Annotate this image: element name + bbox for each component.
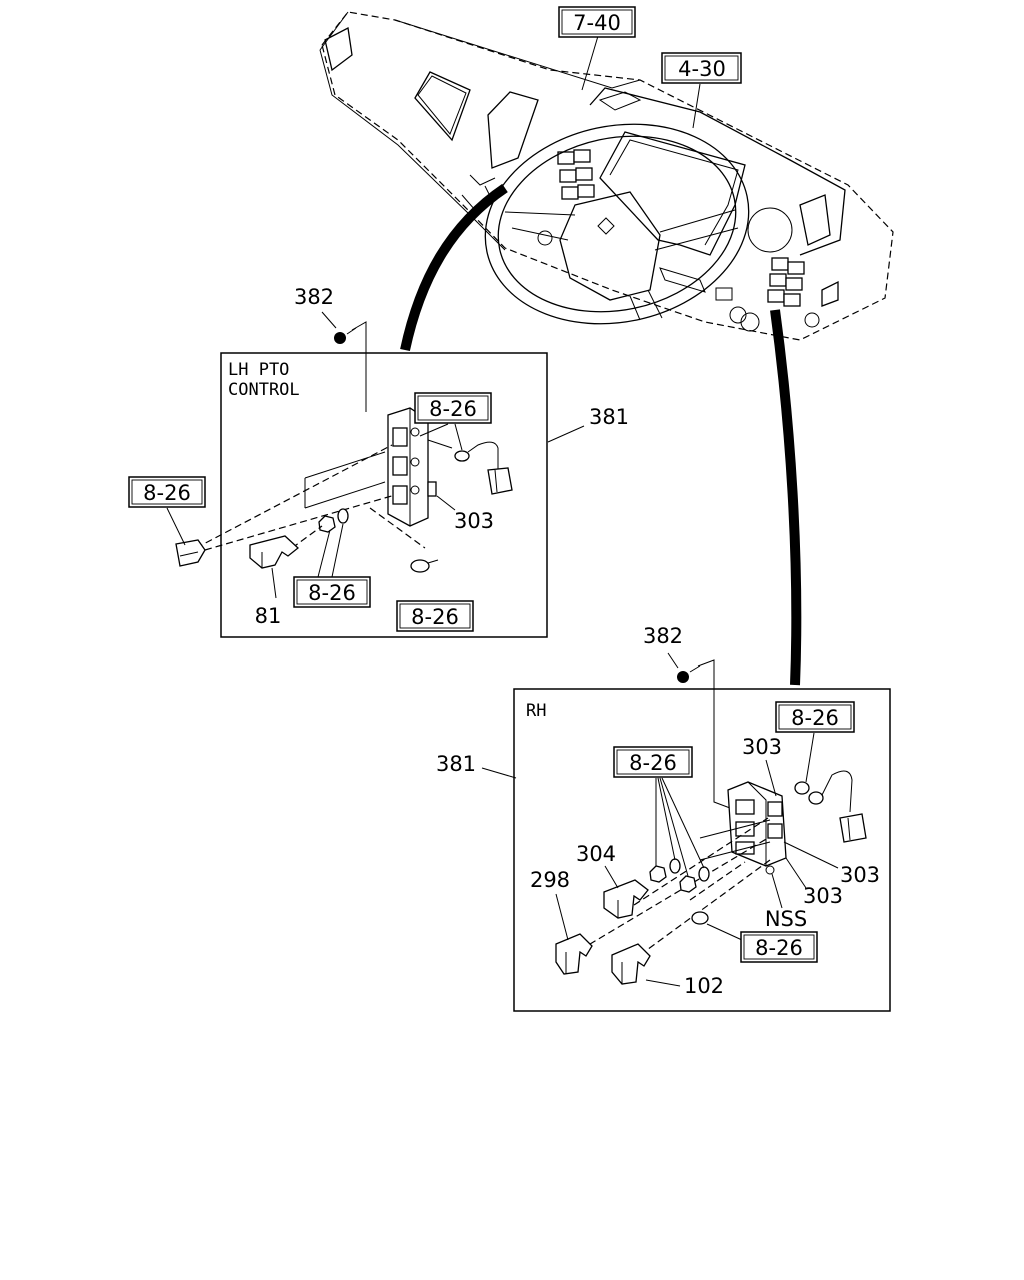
ref-box-lh-switch[interactable]: 8-26 [414, 392, 492, 424]
rh-switch-top-label: 303 [742, 735, 782, 759]
rh-switch-mid-label: 303 [840, 863, 880, 887]
rh-knob-298-icon [555, 933, 593, 975]
left-switch-block [557, 149, 595, 200]
lh-knob-icon [249, 535, 299, 569]
lh-assembly-label: 381 [589, 405, 629, 429]
rh-screw-icon [667, 652, 731, 809]
ref-box-7-40[interactable]: 7-40 [558, 6, 636, 38]
ref-label-7-40: 7-40 [573, 11, 621, 35]
rh-knob-304-icon [603, 879, 649, 919]
dashboard-illustration [319, 11, 894, 686]
lh-panel-frame [220, 352, 548, 638]
lh-lower-bulb-icon [369, 507, 439, 573]
lh-panel-title-line1: LH PTO [228, 360, 289, 380]
steering-wheel [484, 123, 750, 325]
ref-label-rh-bulb: 8-26 [755, 936, 803, 960]
lh-pto-control-panel: LH PTO CONTROL 382 [175, 285, 629, 638]
ref-label-rh-switch: 8-26 [791, 706, 839, 730]
ref-label-4-30: 4-30 [678, 57, 726, 81]
lh-switch-label: 303 [454, 509, 494, 533]
rh-bulb-connector-icon [794, 770, 867, 843]
ref-label-lh-switch: 8-26 [429, 397, 477, 421]
rh-screw-label: 382 [643, 624, 683, 648]
ref-label-lh-nut-washer: 8-26 [308, 581, 356, 605]
lh-bulb-connector-icon [427, 439, 513, 495]
right-switch-block [767, 257, 805, 307]
ref-box-4-30[interactable]: 4-30 [661, 52, 742, 84]
lh-knob-label: 81 [255, 604, 282, 628]
ref-label-lh-bulb: 8-26 [411, 605, 459, 629]
lh-screw-label: 382 [294, 285, 334, 309]
lh-panel-title-line2: CONTROL [228, 380, 300, 400]
rh-switch-assembly-icon [727, 781, 787, 875]
rh-nut-washer-icon [649, 858, 710, 893]
rh-knob-102-icon [611, 943, 651, 985]
rh-lower-bulb-icon [689, 861, 746, 941]
ref-box-rh-bulb[interactable]: 8-26 [740, 931, 818, 963]
ref-box-rh-switch[interactable]: 8-26 [775, 701, 855, 733]
rh-assembly-label: 381 [436, 752, 476, 776]
ref-label-rh-nut-washer: 8-26 [629, 751, 677, 775]
rh-panel-frame [513, 688, 891, 1012]
rh-panel-title: RH [526, 701, 546, 721]
lh-nut-washer-icon [291, 508, 349, 549]
rh-knob-102-label: 102 [684, 974, 724, 998]
rh-knob-298-label: 298 [530, 868, 570, 892]
lh-switch-stack-icon [387, 407, 437, 527]
ref-box-rh-nut-washer[interactable]: 8-26 [613, 746, 693, 778]
rh-knob-304-label: 304 [576, 842, 616, 866]
lh-screw-icon [321, 311, 367, 412]
rh-panel: RH 382 [436, 624, 891, 1012]
ref-box-lh-bulb[interactable]: 8-26 [396, 600, 474, 632]
ref-box-lh-nut-washer[interactable]: 8-26 [293, 576, 371, 608]
rh-nss-label: NSS [765, 907, 807, 931]
rh-switch-low-label: 303 [803, 884, 843, 908]
lh-bracket-icon [175, 539, 206, 567]
ref-box-lh-bracket[interactable]: 8-26 [128, 476, 206, 508]
ref-label-lh-bracket: 8-26 [143, 481, 191, 505]
